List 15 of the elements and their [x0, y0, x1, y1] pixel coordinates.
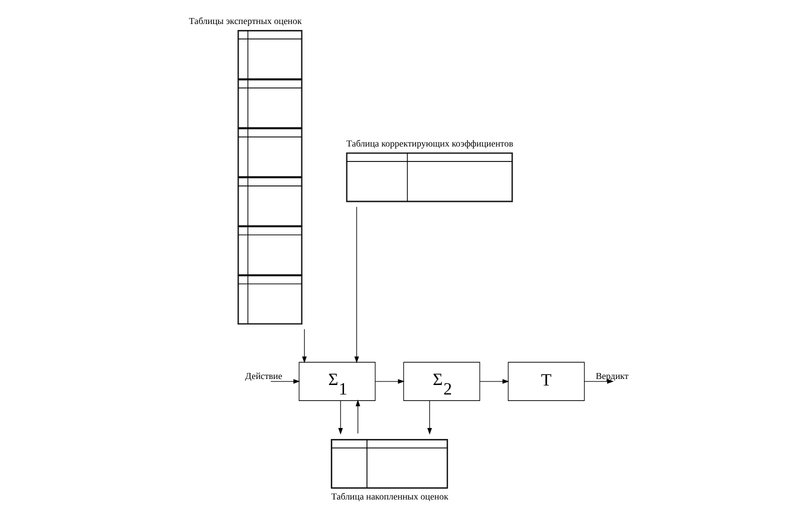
node-label: Таблица корректирующих коэффициентов [346, 139, 513, 150]
edge-label: Вердикт [595, 372, 628, 382]
arrow [270, 379, 300, 384]
arrow [338, 400, 342, 435]
edge-label: Действие [244, 372, 282, 382]
arrow [355, 400, 360, 434]
node-box: T [507, 362, 584, 401]
arrow [479, 379, 509, 384]
arrow [302, 328, 306, 364]
arrow [584, 379, 614, 384]
node-label: Таблицы экспертных оценок [188, 16, 302, 27]
arrow [374, 379, 404, 384]
arrow [426, 400, 432, 435]
arrow [354, 206, 358, 364]
node-label: Таблица накопленных оценок [330, 492, 448, 503]
